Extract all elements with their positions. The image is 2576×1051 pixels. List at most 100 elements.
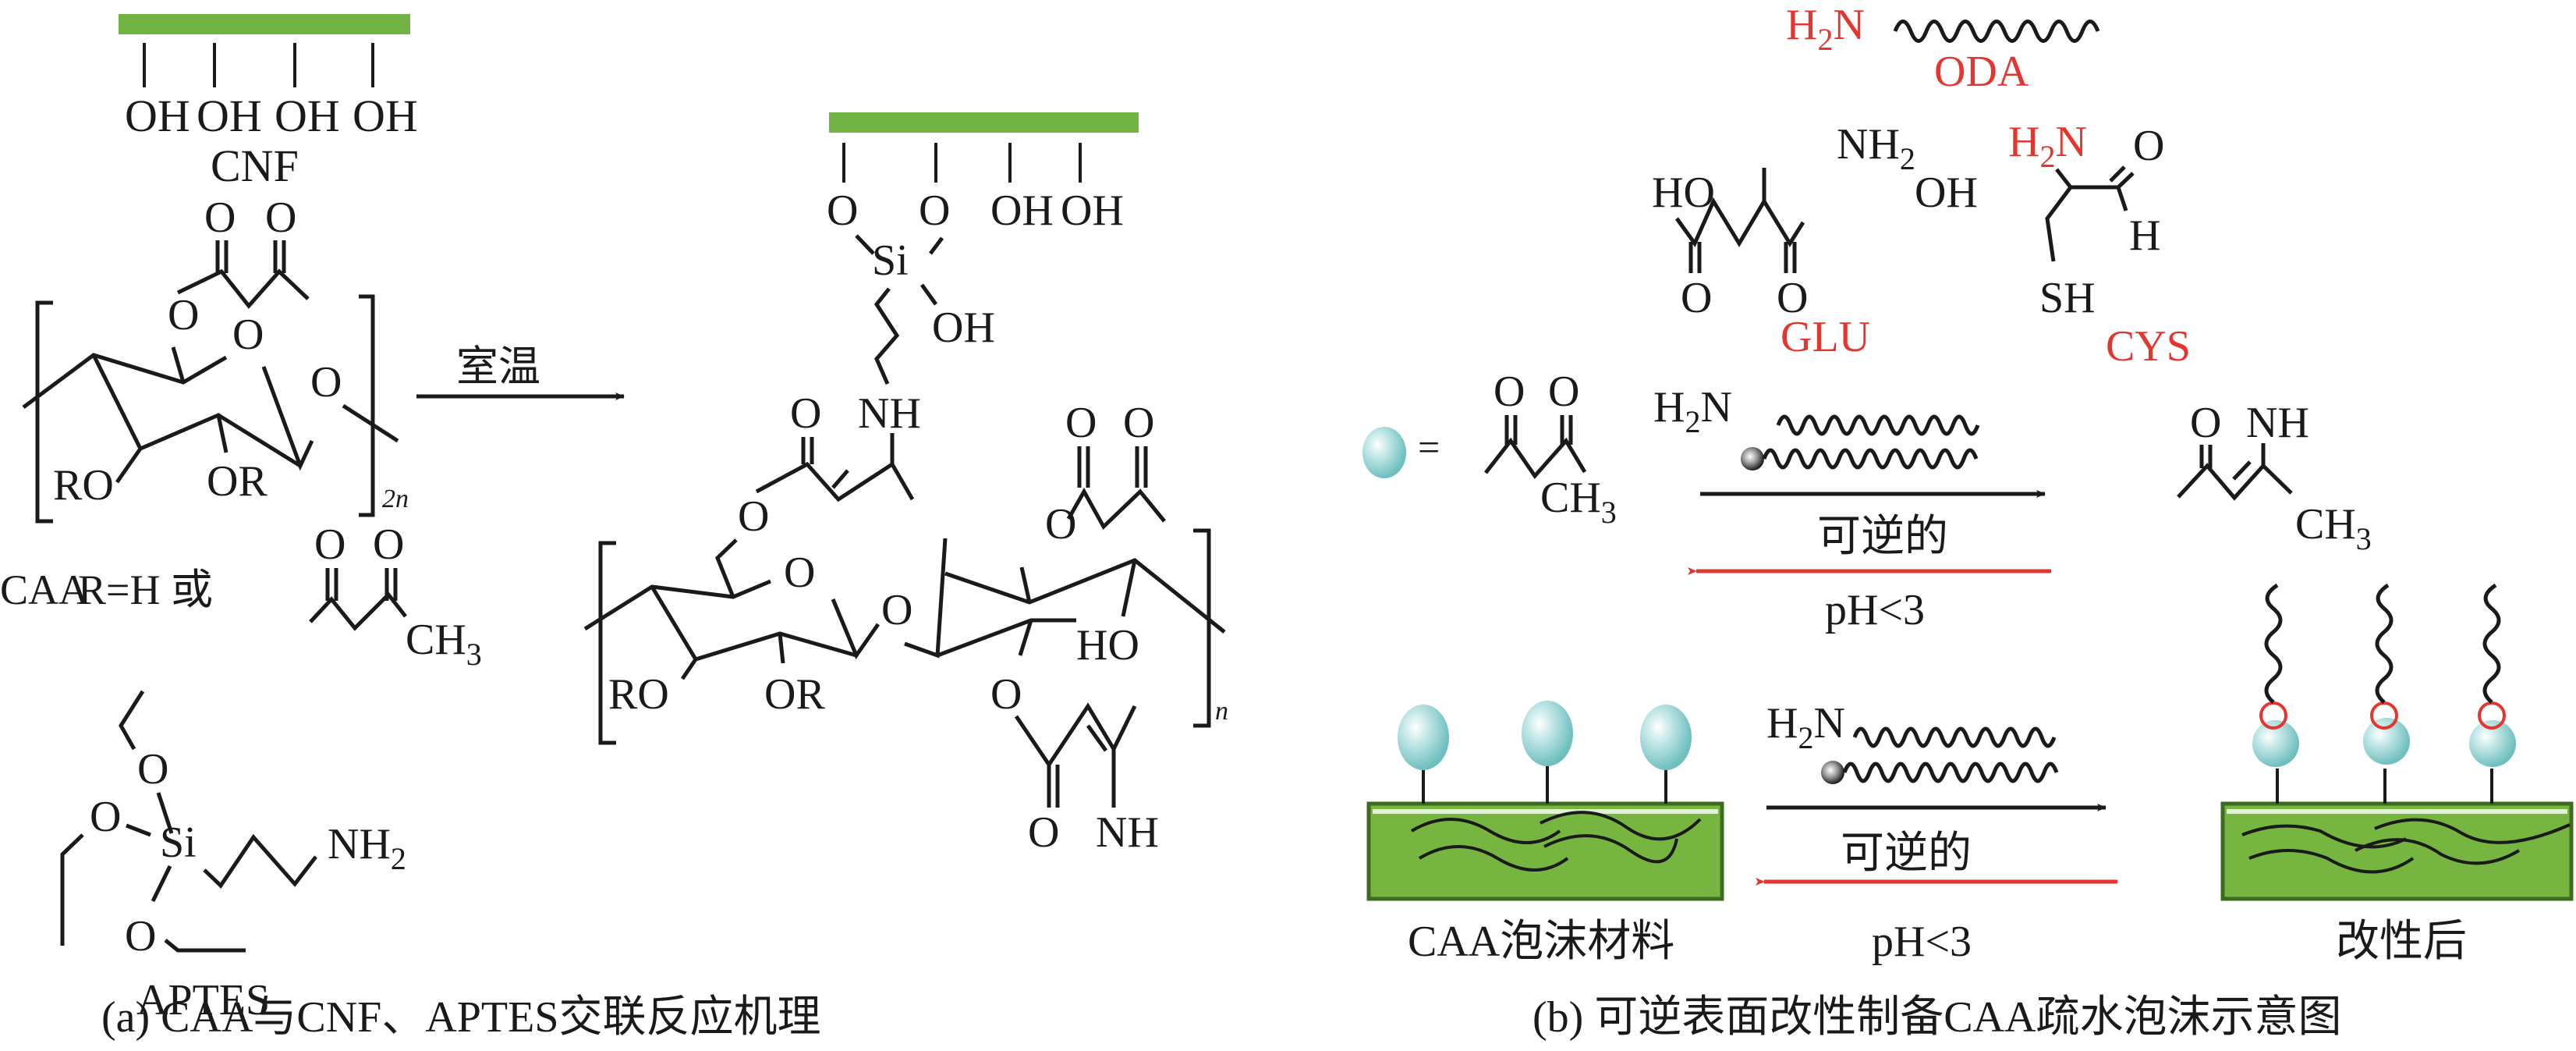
propyl-chain	[873, 287, 900, 385]
glu-backbone	[1674, 168, 1805, 273]
ring-bond	[171, 346, 186, 383]
cnf-oh: OH	[125, 91, 190, 141]
atom-o: O	[204, 194, 236, 242]
reagent-amine: H2N	[1653, 383, 1732, 439]
atom-o: O	[1065, 399, 1097, 447]
alkyl-chain-wave	[1852, 726, 2057, 748]
bracket-left	[35, 300, 53, 524]
cnf-oh: OH	[353, 91, 418, 141]
pyranose-ring	[22, 353, 399, 484]
fiber-lines	[1410, 811, 1702, 872]
substituent-or: OR	[207, 457, 268, 506]
acetoacetyl-sphere-icon	[1398, 705, 1449, 770]
acetoacetyl-sphere-icon	[1362, 427, 1406, 478]
cys-h: H	[2129, 211, 2160, 260]
cnf-oh: OH	[197, 91, 262, 141]
caption-b: (b) 可逆表面改性制备CAA疏水泡沫示意图	[1532, 993, 2342, 1042]
left-ring	[583, 538, 881, 680]
atom-o: O	[125, 912, 156, 960]
glu-oh: OH	[1915, 169, 1978, 217]
reaction-2: H2N 可逆的 pH<3	[1756, 699, 2117, 966]
acetoacetyl-chain	[1066, 487, 1166, 531]
alkyl-tail-wave	[2264, 583, 2283, 704]
ketone-chain	[309, 591, 407, 631]
bottom-o: O	[1028, 808, 1059, 857]
atom-o: O	[168, 291, 199, 339]
atom-o: O	[373, 520, 404, 569]
bracket-right	[1193, 528, 1211, 728]
enaminone-structure	[2177, 443, 2293, 501]
atom-o: O	[137, 745, 168, 794]
alkyl-chain-wave	[1776, 414, 1980, 436]
glu-ho: HO	[1652, 169, 1715, 217]
atom-o: O	[827, 186, 858, 235]
atom-o: O	[1045, 500, 1076, 549]
foam-block	[1366, 801, 1724, 901]
substituent-ro: RO	[608, 670, 669, 719]
carbonyl-bonds	[215, 240, 286, 273]
cys-molecule: H2N O H SH CYS	[2008, 118, 2191, 371]
substituent-ro: RO	[53, 461, 114, 510]
fiber-lines	[2241, 818, 2571, 874]
alkyl-chain-wave	[1842, 762, 2059, 783]
r-definition: CAA R=H 或 O O CH3	[0, 520, 482, 672]
cnf-bar	[119, 14, 410, 34]
alkyl-tail-wave	[2375, 583, 2394, 704]
atom-o: O	[265, 194, 296, 242]
crosslinked-product: O O OH OH Si OH NH O O O O O n	[583, 112, 1228, 857]
atom-o: O	[919, 186, 950, 235]
acetoacetyl-sphere-icon	[2469, 720, 2516, 767]
si-o-bond	[151, 865, 172, 903]
atom-o: O	[314, 520, 345, 569]
foam-highlight	[1373, 809, 1718, 814]
panel-b: H2N ODA NH2 HO OH O O GLU H2N O H SH CYS…	[1362, 1, 2574, 1042]
atom-o: O	[1681, 274, 1712, 322]
enamine-chain	[755, 461, 915, 502]
si-oh-bond	[919, 283, 938, 306]
enamine-link-marker	[2370, 701, 2398, 730]
substituent-or: OR	[764, 670, 825, 719]
caption-a: (a) CAA与CNF、APTES交联反应机理	[101, 993, 820, 1042]
atom-o: O	[2190, 399, 2221, 447]
foam-before-label: CAA泡沫材料	[1408, 918, 1674, 966]
atom-o: O	[232, 311, 264, 359]
foam-before: CAA泡沫材料	[1366, 701, 1724, 966]
enamine-link-marker	[2478, 701, 2506, 730]
repeat-subscript: n	[1215, 697, 1228, 726]
cnf-bar	[829, 112, 1139, 133]
enamine-nh: NH	[858, 389, 921, 438]
propyl-chain	[203, 833, 317, 889]
acetoacetyl-chain	[176, 268, 310, 309]
glu-label: GLU	[1781, 313, 1870, 361]
atom-o: O	[1123, 399, 1154, 447]
atom-o: O	[1494, 367, 1525, 416]
glu-amine: NH2	[1837, 120, 1915, 176]
substituent-ho: HO	[1076, 621, 1139, 669]
atom-o: O	[1777, 274, 1808, 322]
oda-label: ODA	[1934, 48, 2029, 96]
atom-o: O	[990, 670, 1022, 719]
atom-oh: OH	[1061, 186, 1124, 235]
cnf-oh: OH	[275, 91, 340, 141]
o-si-bond	[156, 792, 174, 834]
cys-label: CYS	[2106, 322, 2191, 371]
ethyl-bond	[164, 939, 246, 953]
ethyl-bond	[119, 690, 145, 751]
cys-amine: H2N	[2008, 118, 2087, 174]
ch3: CH3	[2295, 500, 2372, 556]
caa-unit: O O O O O 2n RO OR	[22, 194, 409, 524]
foam-highlight	[2227, 809, 2567, 814]
cys-o: O	[2133, 122, 2164, 170]
si-oh: OH	[932, 304, 995, 352]
glu-molecule: NH2 HO OH O O GLU	[1652, 120, 1978, 361]
foam-after-label: 改性后	[2336, 918, 2467, 966]
aptes-label: APTES	[136, 976, 270, 1024]
alkyl-chain-wave	[1762, 448, 1979, 470]
acetoacetyl-sphere-icon	[1640, 705, 1692, 770]
panel-a: OH OH OH OH CNF O O O O O 2n RO OR	[0, 14, 1228, 1042]
forward-label: 可逆的	[1841, 829, 1972, 878]
bracket-right	[359, 294, 375, 517]
acetoacetyl-structure	[1484, 415, 1587, 480]
foam-after: 改性后	[2220, 583, 2574, 966]
